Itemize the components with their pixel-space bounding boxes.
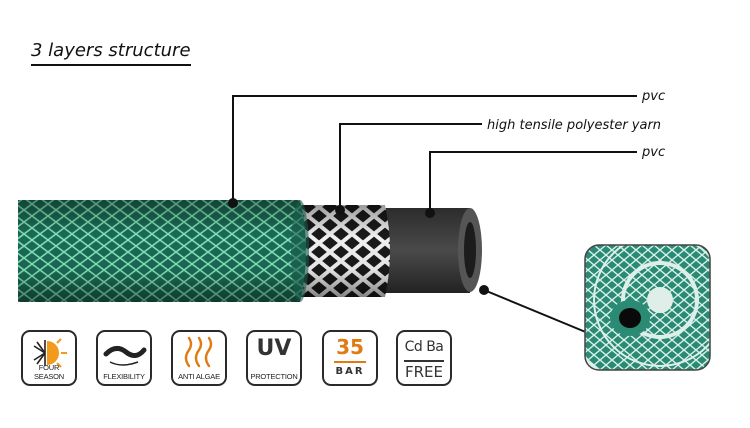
polyester-yarn-layer — [300, 205, 390, 297]
leader-photo — [483, 289, 589, 334]
leader-inner-pvc — [429, 151, 637, 213]
badge-label: FLEXIBILITY — [103, 372, 145, 381]
leader-lines — [232, 95, 637, 334]
badge-cd-ba-free: Cd Ba FREE — [396, 330, 452, 386]
page-title: 3 layers structure — [31, 40, 191, 66]
pressure-underline — [334, 361, 366, 363]
cd-ba-text: Cd Ba — [404, 339, 444, 355]
badge-four-season: FOUR SEASON — [21, 330, 77, 386]
pressure-value: 35 — [336, 335, 364, 359]
callout-outer-pvc: pvc — [642, 89, 666, 104]
cd-ba-divider — [404, 360, 444, 362]
inner-pvc-layer — [380, 208, 482, 293]
pressure-unit: BAR — [335, 366, 365, 377]
badge-anti-algae: ANTI ALGAE — [171, 330, 227, 386]
badge-label: PROTECTION — [250, 372, 298, 381]
free-text: FREE — [404, 363, 443, 381]
outer-pvc-layer — [18, 200, 309, 302]
badge-uv-protection: UV PROTECTION — [246, 330, 302, 386]
uv-text: UV — [256, 336, 292, 361]
badge-35-bar: 35 BAR — [322, 330, 378, 386]
flame-waves-icon — [184, 336, 213, 368]
badge-label: ANTI ALGAE — [178, 372, 220, 381]
callout-inner-pvc: pvc — [642, 145, 666, 160]
sun-snowflake-icon — [33, 338, 67, 368]
leader-outer-pvc — [232, 95, 637, 203]
coiled-hose-photo — [585, 245, 710, 370]
callout-polyester-yarn: high tensile polyester yarn — [487, 118, 662, 133]
leader-polyester-yarn — [339, 123, 482, 210]
badge-flexibility: FLEXIBILITY — [96, 330, 152, 386]
flexible-hose-icon — [103, 346, 147, 366]
badge-label: FOUR SEASON — [33, 363, 65, 381]
